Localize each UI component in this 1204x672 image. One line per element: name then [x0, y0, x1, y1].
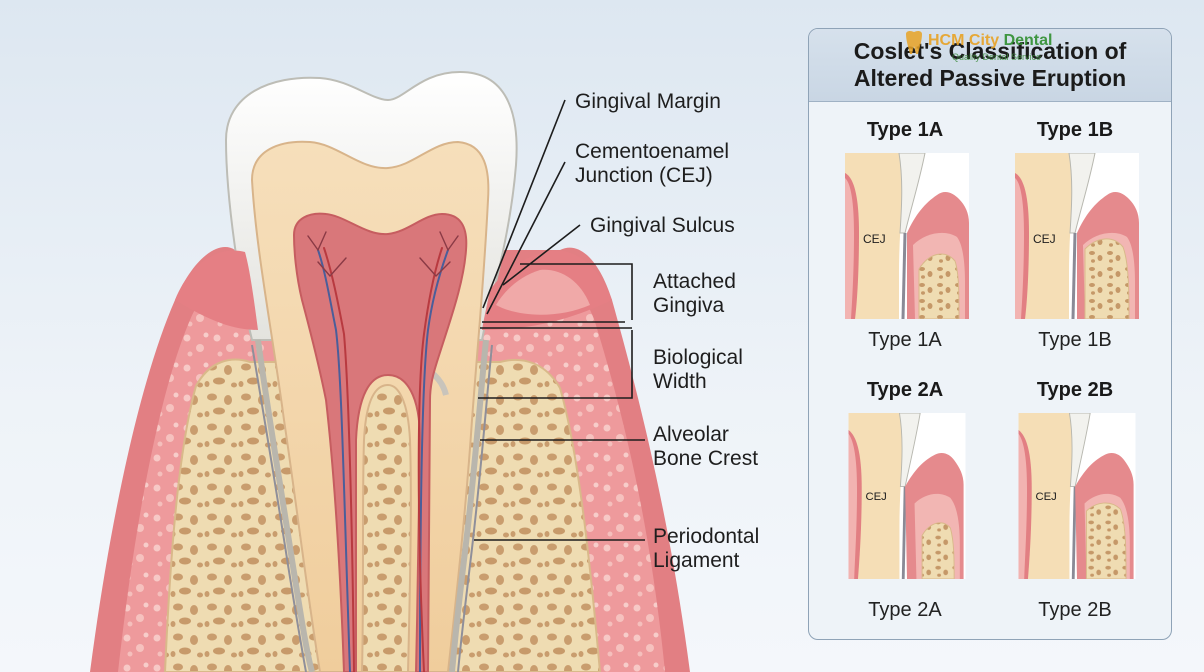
leader-lines [474, 99, 645, 541]
label-attached-gingiva-line1: Attached [653, 270, 736, 293]
label-biological-width-line1: Biological [653, 346, 743, 369]
watermark-brand-orange: HCM City [928, 32, 1004, 49]
type-1b-illustration: CEJ [1015, 153, 1139, 319]
label-gingival-sulcus: Gingival Sulcus [590, 214, 735, 237]
periodontal-ligament-line [251, 344, 493, 672]
watermark-tagline: Quality Dental Service [952, 52, 1042, 62]
tooth-cross-section-diagram: Gingival Margin Cementoenamel Junction (… [90, 70, 759, 672]
type-2a-caption: Type 2A [868, 599, 942, 621]
panel-title-line2: Altered Passive Eruption [853, 65, 1127, 91]
label-cej-line2: Junction (CEJ) [575, 164, 713, 187]
watermark-brand: HCM City Dental [928, 32, 1052, 50]
label-alveolar-bone-crest-line2: Bone Crest [653, 447, 758, 470]
label-periodontal-ligament-line1: Periodontal [653, 525, 759, 548]
type-2b-illustration: CEJ [1018, 413, 1136, 579]
label-alveolar-bone-crest-line1: Alveolar [653, 423, 729, 446]
type-2b-caption: Type 2B [1038, 599, 1112, 621]
root-cementum [255, 339, 489, 672]
gingival-collar-right-texture [496, 269, 590, 315]
type-2a-heading: Type 2A [866, 379, 944, 401]
label-gingival-margin: Gingival Margin [575, 90, 721, 113]
type-2a-illustration: CEJ [848, 413, 966, 579]
gingival-collar-left [175, 250, 258, 330]
type-1b-cej-label: CEJ [1033, 232, 1056, 246]
type-1b-heading: Type 1B [1036, 119, 1114, 141]
panel-title-line1: Coslet's Classification of [853, 38, 1127, 64]
type-1a-illustration: CEJ [845, 153, 969, 319]
type-1b-caption: Type 1B [1038, 329, 1112, 351]
type-1a-cej-label: CEJ [863, 232, 886, 246]
watermark-brand-green: Dental [1003, 32, 1053, 49]
pulp-vessels [307, 231, 459, 672]
label-attached-gingiva-line2: Gingiva [653, 294, 725, 317]
label-periodontal-ligament-line2: Ligament [653, 549, 740, 572]
classification-panel: Coslet's Classification of Altered Passi… [808, 28, 1172, 640]
type-2b-cej-label: CEJ [1036, 491, 1057, 503]
type-1a-caption: Type 1A [868, 329, 942, 351]
label-biological-width-line2: Width [653, 370, 707, 393]
watermark-logo: HCM City Dental Quality Dental Service [900, 30, 1090, 66]
alveolar-bone [163, 358, 602, 672]
type-1a-heading: Type 1A [866, 119, 944, 141]
panel-header: Coslet's Classification of Altered Passi… [809, 29, 1171, 102]
label-cej-line1: Cementoenamel [575, 140, 729, 163]
type-2a-cej-label: CEJ [866, 491, 887, 503]
tooth-logo-icon [906, 30, 922, 54]
type-2b-heading: Type 2B [1036, 379, 1114, 401]
